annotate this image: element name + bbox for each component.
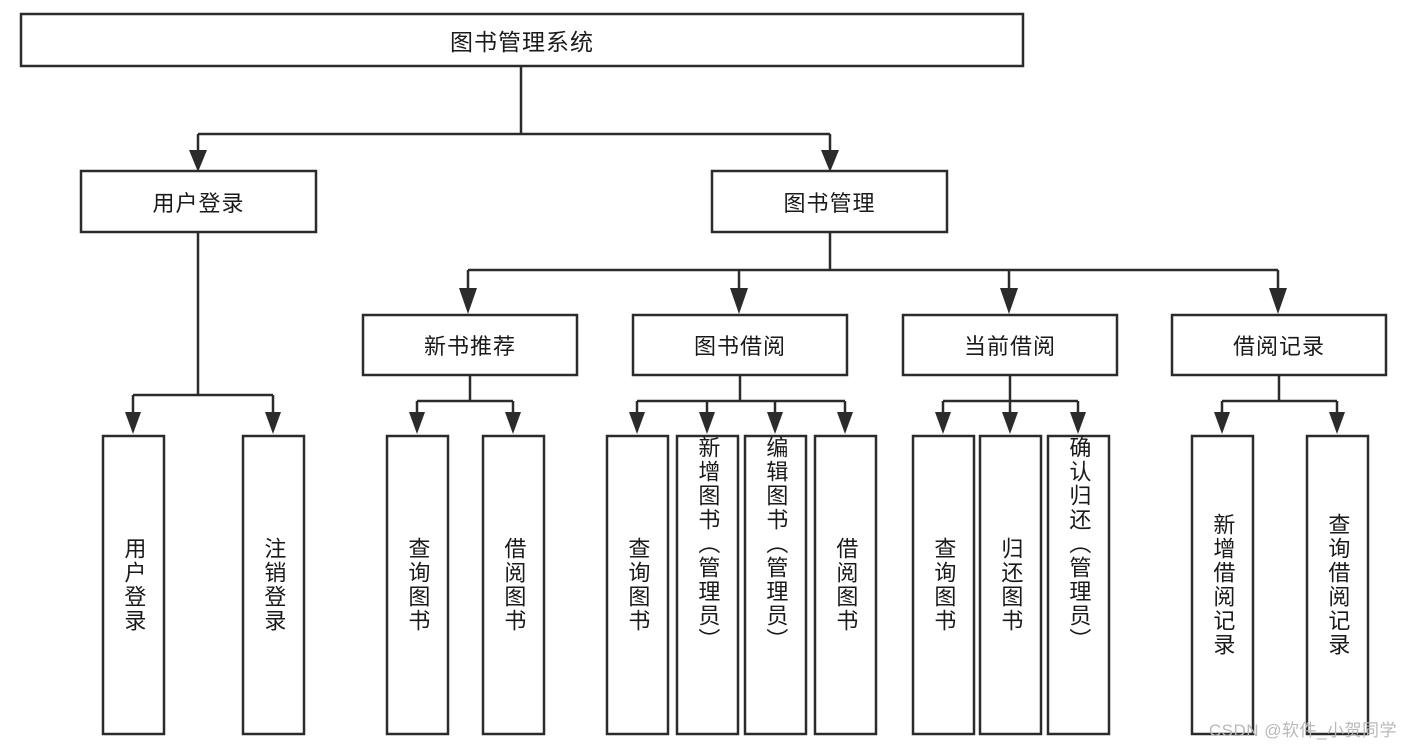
node-box-leaf-book-borrow-1[interactable] [675,434,740,736]
connector-group-book-borrow [629,375,853,434]
arrow-head-to-new-book-recommend [459,288,477,314]
arrow-head-new-book-leaf-2 [505,412,521,434]
connector-group-book-manage [459,232,1287,314]
arrow-head-to-borrow-record [1269,288,1287,314]
node-box-leaf-book-borrow-2[interactable] [743,434,808,736]
node-box-leaf-current-borrow-1[interactable] [978,434,1043,736]
arrow-head-to-current-borrow [1000,288,1018,314]
node-box-user-login[interactable] [79,169,318,234]
connector-group-current-borrow [935,375,1086,434]
node-box-book-borrow[interactable] [631,313,849,377]
arrow-head-current-borrow-leaf-1 [935,412,951,434]
node-box-leaf-user-login-1[interactable] [241,434,306,736]
arrow-head-user-login-leaf-2 [265,412,281,434]
node-box-leaf-borrow-record-0[interactable] [1190,434,1255,736]
node-box-leaf-current-borrow-2[interactable] [1046,434,1111,736]
connector-group-borrow-record [1214,375,1345,434]
arrow-head-root-to-user-login [189,150,207,172]
node-box-borrow-record[interactable] [1170,313,1388,377]
arrow-head-book-borrow-leaf-3 [767,412,783,434]
node-box-current-borrow[interactable] [901,313,1119,377]
node-box-leaf-new-book-0[interactable] [385,434,450,736]
node-box-leaf-book-borrow-3[interactable] [813,434,878,736]
node-box-book-manage[interactable] [710,169,949,234]
arrow-head-book-borrow-leaf-1 [629,412,645,434]
arrow-head-user-login-leaf-1 [125,412,141,434]
node-box-leaf-book-borrow-0[interactable] [605,434,670,736]
node-box-new-book-recommend[interactable] [361,313,579,377]
arrow-head-borrow-record-leaf-1 [1214,412,1230,434]
node-box-leaf-new-book-1[interactable] [481,434,546,736]
arrow-head-current-borrow-leaf-2 [1002,412,1018,434]
arrow-head-borrow-record-leaf-2 [1329,412,1345,434]
node-box-root[interactable] [19,12,1025,68]
arrow-head-book-borrow-leaf-2 [699,412,715,434]
node-box-leaf-borrow-record-1[interactable] [1305,434,1370,736]
node-box-leaf-current-borrow-0[interactable] [911,434,976,736]
connector-group-user-login [125,232,281,434]
arrow-head-root-to-book-manage [821,150,839,172]
arrow-head-to-book-borrow [730,288,748,314]
connector-group-root [189,66,839,172]
arrow-head-current-borrow-leaf-3 [1070,412,1086,434]
connector-group-new-book-recommend [409,375,521,434]
arrow-head-new-book-leaf-1 [409,412,425,434]
node-box-leaf-user-login-0[interactable] [101,434,166,736]
arrow-head-book-borrow-leaf-4 [837,412,853,434]
